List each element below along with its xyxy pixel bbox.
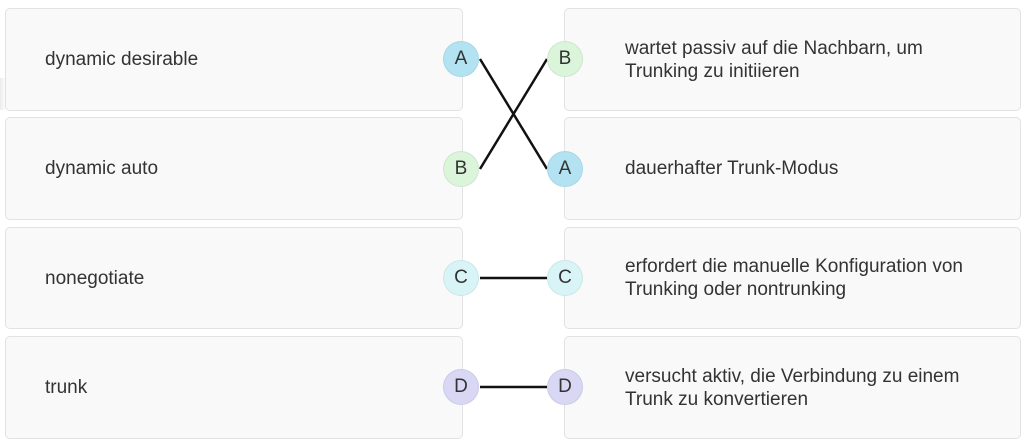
right-item-passive[interactable]: wartet passiv auf die Nachbarn, um Trunk… bbox=[564, 8, 1021, 111]
right-item-label: dauerhafter Trunk-Modus bbox=[625, 158, 839, 179]
right-item-label: erfordert die manuelle Konfiguration von… bbox=[625, 256, 963, 300]
left-badge-b[interactable]: B bbox=[443, 151, 479, 187]
right-badge-c[interactable]: C bbox=[547, 260, 583, 296]
left-badge-c[interactable]: C bbox=[443, 260, 479, 296]
left-item-label: dynamic auto bbox=[45, 158, 159, 179]
left-item-dynamic-desirable[interactable]: dynamic desirable bbox=[5, 8, 463, 111]
right-item-permanent-trunk[interactable]: dauerhafter Trunk-Modus bbox=[564, 117, 1021, 220]
left-item-nonegotiate[interactable]: nonegotiate bbox=[5, 227, 463, 329]
connection-line-a bbox=[478, 58, 549, 170]
left-item-label: trunk bbox=[45, 377, 88, 398]
edge-shadow bbox=[0, 78, 6, 110]
right-item-label: versucht aktiv, die Verbindung zu einem … bbox=[625, 365, 960, 410]
left-badge-d[interactable]: D bbox=[443, 369, 479, 405]
right-badge-d[interactable]: D bbox=[547, 369, 583, 405]
right-item-label: wartet passiv auf die Nachbarn, um Trunk… bbox=[625, 37, 923, 82]
right-badge-b[interactable]: B bbox=[547, 41, 583, 77]
right-item-manual-config[interactable]: erfordert die manuelle Konfiguration von… bbox=[564, 227, 1021, 329]
right-item-active[interactable]: versucht aktiv, die Verbindung zu einem … bbox=[564, 336, 1021, 439]
right-badge-a[interactable]: A bbox=[547, 151, 583, 187]
left-item-dynamic-auto[interactable]: dynamic auto bbox=[5, 117, 463, 220]
connection-line-b bbox=[478, 58, 549, 170]
left-item-trunk[interactable]: trunk bbox=[5, 336, 463, 439]
left-item-label: dynamic desirable bbox=[45, 49, 199, 70]
left-item-label: nonegotiate bbox=[45, 267, 145, 289]
left-badge-a[interactable]: A bbox=[443, 41, 479, 77]
